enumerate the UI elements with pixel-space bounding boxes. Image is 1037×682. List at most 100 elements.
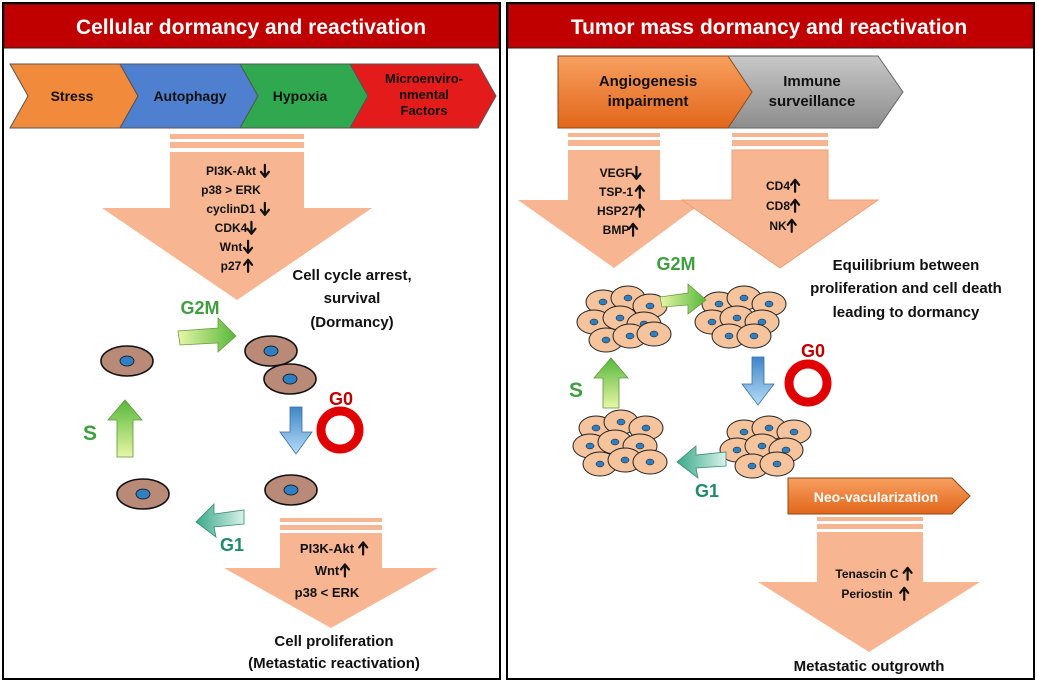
marker-label: TSP-1 <box>599 185 633 199</box>
marker-down-arrow-icon <box>631 165 642 180</box>
tumor-cell-nucleus <box>623 294 633 302</box>
marker-up-arrow-icon <box>786 218 797 233</box>
cell-bottom-right <box>264 474 318 506</box>
immune-arrow <box>680 133 880 269</box>
tumor-cell-nucleus <box>781 446 791 454</box>
marker-label: PI3K-Akt <box>300 541 355 556</box>
factor-stress-label: Stress <box>51 88 94 104</box>
marker-down-arrow-icon <box>259 201 270 216</box>
cell-top-left <box>100 345 154 377</box>
cell-bottom-left <box>116 478 170 510</box>
tumor-cell-nucleus <box>601 336 611 344</box>
marker-label: VEGF <box>600 166 633 180</box>
marker-up-arrow-icon <box>789 178 801 193</box>
tumor-cell-nucleus <box>714 300 724 308</box>
marker-label: Periostin <box>841 587 892 601</box>
marker-label: cyclinD1 <box>206 202 256 216</box>
immune-label-2: surveillance <box>769 93 856 110</box>
marker-up-arrow-icon <box>242 258 254 273</box>
equilibrium-label-1: Equilibrium between <box>833 257 980 274</box>
right-cell-cycle: G2M G0 S G1 <box>569 254 832 501</box>
right-g2m-arrow <box>659 283 707 315</box>
tumor-cell-nucleus <box>739 428 749 436</box>
tumor-cell-nucleus <box>747 462 757 470</box>
marker-label: HSP27 <box>597 204 635 218</box>
tumor-cell-nucleus <box>585 442 595 450</box>
cell-pair-top-right <box>244 335 317 395</box>
phase-g0: G0 <box>329 389 353 409</box>
right-title: Tumor mass dormancy and reactivation <box>571 16 967 39</box>
left-title: Cellular dormancy and reactivation <box>76 16 426 39</box>
tumor-cell-nucleus <box>764 424 774 432</box>
g0-arrow <box>279 406 313 455</box>
marker-label: CDK4 <box>215 221 248 235</box>
tumor-cell-nucleus <box>615 314 625 322</box>
tumor-cell-nucleus <box>764 300 774 308</box>
left-top-arrow <box>102 134 372 300</box>
marker-up-arrow-icon <box>358 541 369 556</box>
g0-ring <box>316 406 364 454</box>
left-title-bar <box>3 3 500 49</box>
tumor-cell-nucleus <box>610 438 620 446</box>
marker-up-arrow-icon <box>627 222 639 237</box>
right-phase-g2m: G2M <box>656 254 695 274</box>
right-phase-g0: G0 <box>801 341 825 361</box>
marker-label: p27 <box>221 259 242 273</box>
tumor-cell-nucleus <box>589 318 599 326</box>
phase-s: S <box>83 422 97 445</box>
factor-angiogenesis <box>557 55 753 129</box>
factor-micro-label-2: nmental <box>399 87 449 102</box>
angio-arrow <box>518 133 706 268</box>
right-g0-ring <box>784 359 832 407</box>
marker-label: CD8 <box>766 199 790 213</box>
equilibrium-label-2: proliferation and cell death <box>810 280 1002 297</box>
s-arrow <box>107 399 143 458</box>
tumor-cluster-bottom-right <box>719 415 812 479</box>
arrest-label-1: Cell cycle arrest, <box>292 267 411 284</box>
marker-label: BMP <box>603 223 630 237</box>
tumor-cell-nucleus <box>789 428 799 436</box>
marker-up-arrow-icon <box>634 203 645 218</box>
angio-label-2: impairment <box>608 93 689 110</box>
marker-label: PI3K-Akt <box>206 164 256 178</box>
marker-label: NK <box>769 219 787 233</box>
tumor-cell-nucleus <box>635 442 645 450</box>
tumor-cell-nucleus <box>732 446 742 454</box>
tumor-cell-nucleus <box>591 424 601 432</box>
tumor-cell-nucleus <box>645 302 655 310</box>
tumor-cell-nucleus <box>707 318 717 326</box>
marker-up-arrow-icon <box>339 563 351 578</box>
factor-autophagy-label: Autophagy <box>153 88 226 104</box>
tumor-cell-nucleus <box>749 332 759 340</box>
factor-micro-label-1: Microenviro- <box>385 71 463 86</box>
left-factor-chevrons: Stress Autophagy Hypoxia Microenviro- nm… <box>9 63 497 129</box>
factor-hypoxia-label: Hypoxia <box>273 88 328 104</box>
marker-down-arrow-icon <box>246 220 257 235</box>
immune-label-1: Immune <box>783 73 841 90</box>
proliferation-label-2: (Metastatic reactivation) <box>248 655 420 672</box>
phase-g2m: G2M <box>180 298 219 318</box>
proliferation-label-1: Cell proliferation <box>274 633 393 650</box>
tumor-cluster-top-left <box>576 285 672 353</box>
tumor-cell-nucleus <box>649 330 659 338</box>
right-phase-s: S <box>569 379 583 402</box>
marker-label: p38 < ERK <box>295 585 360 600</box>
marker-up-arrow-icon <box>634 184 645 199</box>
tumor-cell-nucleus <box>595 460 605 468</box>
left-cell-cycle: G2M G0 S G1 <box>83 298 364 555</box>
tumor-cluster-top-right <box>694 285 787 349</box>
neo-vascularization-label: Neo-vacularization <box>814 489 938 505</box>
right-phase-g1: G1 <box>695 481 719 501</box>
tumor-cell-nucleus <box>641 424 651 432</box>
tumor-cell-nucleus <box>739 294 749 302</box>
tumor-cell-nucleus <box>620 456 630 464</box>
neo-vascularization-box <box>787 477 971 515</box>
tumor-cell-nucleus <box>616 418 626 426</box>
equilibrium-label: Equilibrium between proliferation and ce… <box>810 257 1002 321</box>
